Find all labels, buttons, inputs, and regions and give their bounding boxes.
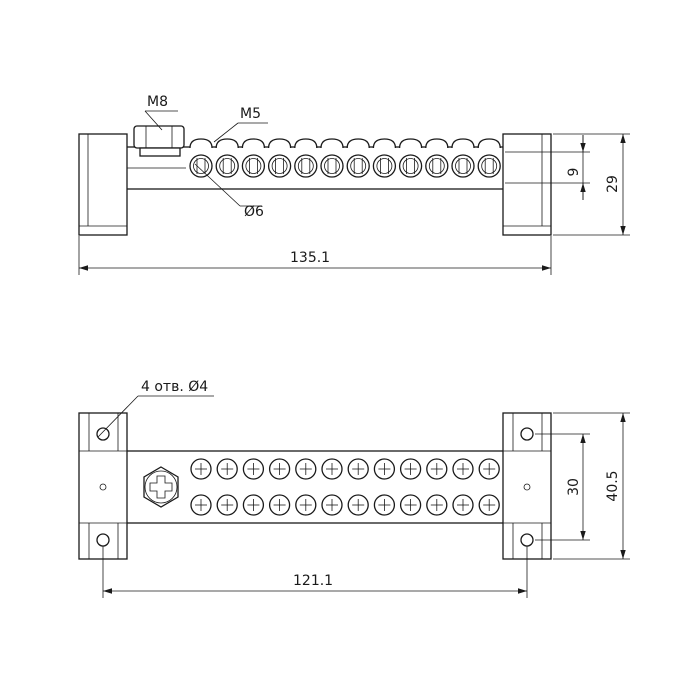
side-terminal <box>346 138 370 178</box>
top-terminals <box>190 458 500 516</box>
screw-head <box>216 458 238 480</box>
height-dim-label: 29 <box>605 175 621 193</box>
screw-head <box>373 494 396 516</box>
mount-holes-label: 4 отв. Ø4 <box>141 379 208 395</box>
screw-head <box>242 458 265 480</box>
mount-hole <box>520 427 534 441</box>
mount-hole <box>96 427 110 441</box>
screw-head <box>399 494 422 516</box>
side-terminal <box>215 138 239 178</box>
side-view: M8 M5 Ø6 135.1 9 <box>78 94 630 275</box>
screw-head <box>242 494 265 516</box>
top-right-bracket <box>502 412 552 560</box>
screw-head <box>347 458 369 480</box>
screw-head <box>321 494 343 516</box>
side-terminal <box>320 138 344 178</box>
side-terminals <box>189 138 501 178</box>
side-terminal <box>267 138 292 178</box>
hole-diameter-label: Ø6 <box>244 204 264 220</box>
screw-head <box>426 458 448 480</box>
side-m8-bolt <box>133 125 185 157</box>
top-left-bracket <box>78 412 128 560</box>
side-terminal <box>294 138 318 178</box>
length-dim-label: 135.1 <box>290 250 330 266</box>
screw-head <box>452 458 474 480</box>
side-terminal <box>241 138 266 178</box>
screw-head <box>295 458 317 480</box>
top-view: 4 отв. Ø4 30 40.5 121.1 <box>78 379 630 598</box>
mount-hole <box>96 533 110 547</box>
screw-head <box>268 458 291 480</box>
side-terminal <box>189 138 213 178</box>
hole-spacing-dimension: 30 <box>535 433 590 541</box>
screw-head <box>426 494 448 516</box>
pitch-dimension: 9 <box>505 135 590 200</box>
screw-head <box>373 458 396 480</box>
screw-head <box>295 494 317 516</box>
width-dimension: 40.5 <box>553 412 630 560</box>
screw-head <box>268 494 291 516</box>
width-dim-label: 40.5 <box>605 470 621 501</box>
m5-label: M5 <box>240 106 261 122</box>
pitch-dim-label: 9 <box>566 168 582 177</box>
screw-head <box>321 458 343 480</box>
screw-head <box>190 458 212 480</box>
side-terminal <box>372 138 397 178</box>
screw-head <box>478 494 500 516</box>
side-terminal <box>477 138 501 178</box>
screw-head <box>452 494 474 516</box>
side-terminal <box>398 138 423 178</box>
screw-head <box>347 494 369 516</box>
screw-head <box>399 458 422 480</box>
screw-head <box>190 494 212 516</box>
side-terminal <box>425 138 449 178</box>
mount-length-dim-label: 121.1 <box>293 573 333 589</box>
top-m8-bolt <box>143 466 179 508</box>
screw-head <box>478 458 500 480</box>
length-dimension: 135.1 <box>78 236 552 275</box>
m8-label: M8 <box>147 94 168 110</box>
screw-head <box>216 494 238 516</box>
side-terminal <box>451 138 475 178</box>
side-left-bracket <box>78 133 128 236</box>
side-right-bracket <box>502 133 552 236</box>
hole-spacing-dim-label: 30 <box>566 478 582 496</box>
mount-hole <box>520 533 534 547</box>
mount-length-dimension: 121.1 <box>102 546 528 598</box>
height-dimension: 29 <box>553 133 630 236</box>
top-bar <box>125 450 505 524</box>
